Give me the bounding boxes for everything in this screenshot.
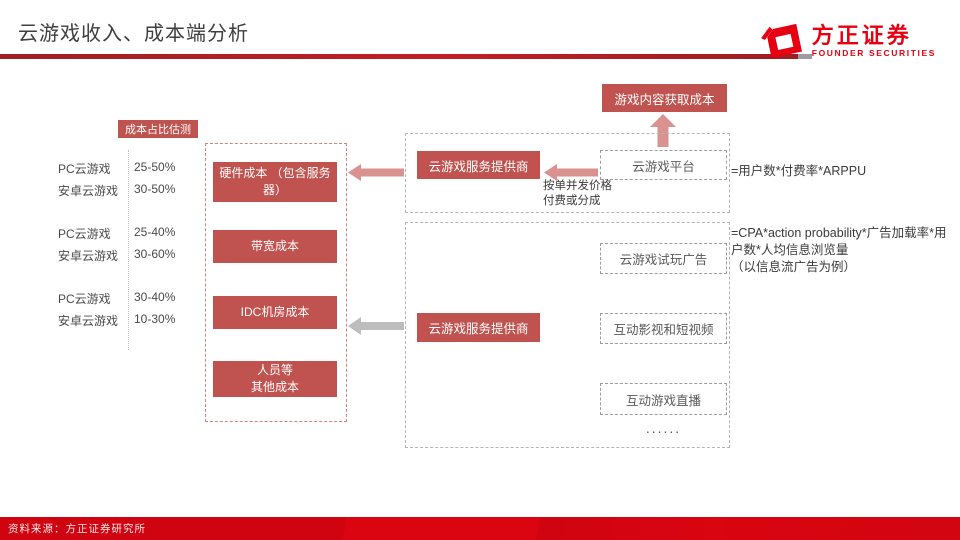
cost-row: PC云游戏 25-50%: [58, 160, 278, 176]
subscription-flow-container: [405, 133, 730, 213]
left-arrow-icon: [348, 317, 404, 335]
brand-name-cn: 方正证券: [811, 23, 912, 49]
cost-row-label: 安卓云游戏: [58, 184, 119, 198]
game-content-cost-box: 游戏内容获取成本: [602, 84, 727, 112]
brand-name-en: FOUNDER SECURITIES: [811, 47, 936, 58]
founder-securities-logo-icon: [760, 22, 802, 59]
interactive-video-box: 互动影视和短视频: [600, 313, 727, 344]
cloud-platform-box: 云游戏平台: [600, 150, 727, 180]
cost-row-value: 30-50%: [134, 182, 176, 196]
cost-row: PC云游戏 30-40%: [58, 290, 278, 306]
footer-bar: 资料来源：方正证券研究所: [0, 517, 960, 540]
cost-row: 安卓云游戏 10-30%: [58, 312, 278, 328]
cost-row-value: 30-60%: [134, 247, 176, 261]
title-underline-tip: [798, 54, 812, 59]
cost-row-label: PC云游戏: [58, 162, 111, 176]
cost-ratio-header: 成本占比估测: [118, 120, 198, 138]
cost-row: 安卓云游戏 30-60%: [58, 247, 278, 263]
left-arrow-icon: [544, 164, 598, 181]
cost-row-value: 25-40%: [134, 225, 176, 239]
cost-row-label: PC云游戏: [58, 292, 111, 306]
cost-row: 安卓云游戏 30-50%: [58, 182, 278, 198]
cost-row-value: 25-50%: [134, 160, 176, 174]
bandwidth-cost-box: 带宽成本: [213, 230, 337, 263]
cost-row-label: 安卓云游戏: [58, 314, 119, 328]
ad-revenue-formula: =CPA*action probability*广告加载率*用户数*人均信息浏览…: [731, 226, 947, 274]
personnel-cost-box: 人员等 其他成本: [213, 361, 337, 397]
interactive-livestream-box: 互动游戏直播: [600, 383, 727, 415]
cost-row-value: 30-40%: [134, 290, 176, 304]
page-title: 云游戏收入、成本端分析: [18, 23, 249, 45]
hardware-cost-box: 硬件成本 （包含服务器）: [213, 162, 337, 202]
source-note: 资料来源：方正证券研究所: [8, 523, 146, 535]
cost-row-value: 10-30%: [134, 312, 176, 326]
cost-row-label: 安卓云游戏: [58, 249, 119, 263]
idc-cost-box: IDC机房成本: [213, 296, 337, 329]
payment-note: 按单并发价格 付费或分成: [543, 180, 612, 207]
brand-logo: 方正证券 FOUNDER SECURITIES: [760, 22, 936, 60]
trial-ad-box: 云游戏试玩广告: [600, 243, 727, 274]
cost-column-divider: [128, 150, 129, 350]
cost-row: PC云游戏 25-40%: [58, 225, 278, 241]
cost-row-label: PC云游戏: [58, 227, 111, 241]
left-arrow-icon: [348, 164, 404, 181]
up-arrow-icon: [650, 114, 676, 147]
cost-group-container: [205, 143, 347, 422]
subscription-revenue-formula: =用户数*付费率*ARPPU: [731, 164, 867, 178]
cloud-provider-box-top: 云游戏服务提供商: [417, 151, 540, 179]
more-channels-ellipsis: ......: [645, 420, 682, 436]
title-underline: [0, 54, 798, 59]
cloud-provider-box-bottom: 云游戏服务提供商: [417, 313, 540, 342]
ad-flow-container: [405, 222, 730, 448]
